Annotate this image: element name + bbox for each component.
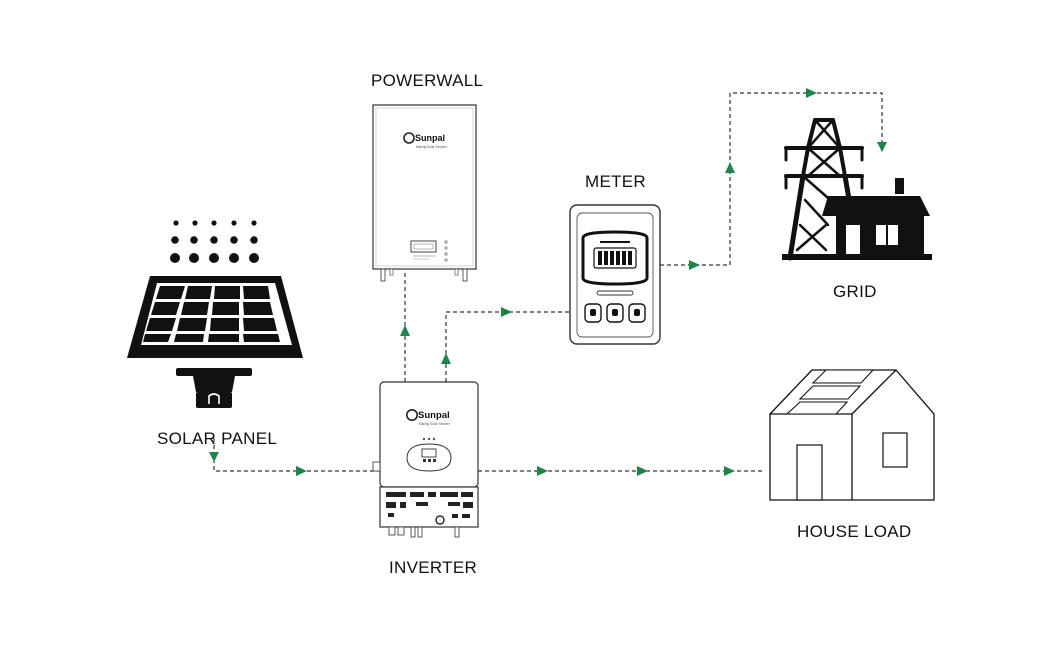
inverter-brand: Sunpal: [418, 410, 450, 421]
solar-panel-icon: [127, 220, 303, 408]
inverter-brand-tagline: Making Solar Smarter: [419, 422, 451, 426]
flow-line-meter-to-grid: [660, 92, 883, 266]
arrow-right-icon: [537, 466, 548, 476]
flow-line-inverter-to-meter: [445, 311, 570, 382]
arrow-right-icon: [637, 466, 648, 476]
power-tower-icon: [784, 118, 864, 261]
house-load-label: HOUSE LOAD: [797, 522, 912, 541]
arrow-right-icon: [724, 466, 735, 476]
sun-dots: [170, 220, 259, 263]
arrow-right-icon: [501, 307, 512, 317]
grid-house-icon: [782, 178, 932, 260]
flow-arrows: [209, 88, 887, 476]
grid-label: GRID: [833, 282, 877, 301]
arrow-up-icon: [441, 353, 451, 364]
powerwall-brand-tagline: Making Solar Smarter: [416, 145, 448, 149]
arrow-right-icon: [806, 88, 817, 98]
flow-line-solar-to-inverter: [213, 438, 378, 472]
solar-panel-label: SOLAR PANEL: [157, 429, 278, 448]
meter-label: METER: [585, 172, 646, 191]
electric-meter-icon: [569, 204, 661, 345]
arrow-down-icon: [209, 452, 219, 462]
powerwall-label: POWERWALL: [371, 71, 484, 90]
arrow-down-icon: [877, 142, 887, 152]
arrow-right-icon: [296, 466, 307, 476]
arrow-up-icon: [400, 325, 410, 336]
inverter-label: INVERTER: [389, 558, 478, 577]
arrow-right-icon: [689, 260, 700, 270]
arrow-up-icon: [725, 162, 735, 173]
inverter-icon: Sunpal Making Solar Smarter: [372, 381, 479, 538]
powerwall-brand: Sunpal: [415, 133, 445, 143]
house-load-icon: [769, 369, 935, 501]
powerwall-battery-icon: Sunpal Making Solar Smarter: [372, 104, 477, 282]
